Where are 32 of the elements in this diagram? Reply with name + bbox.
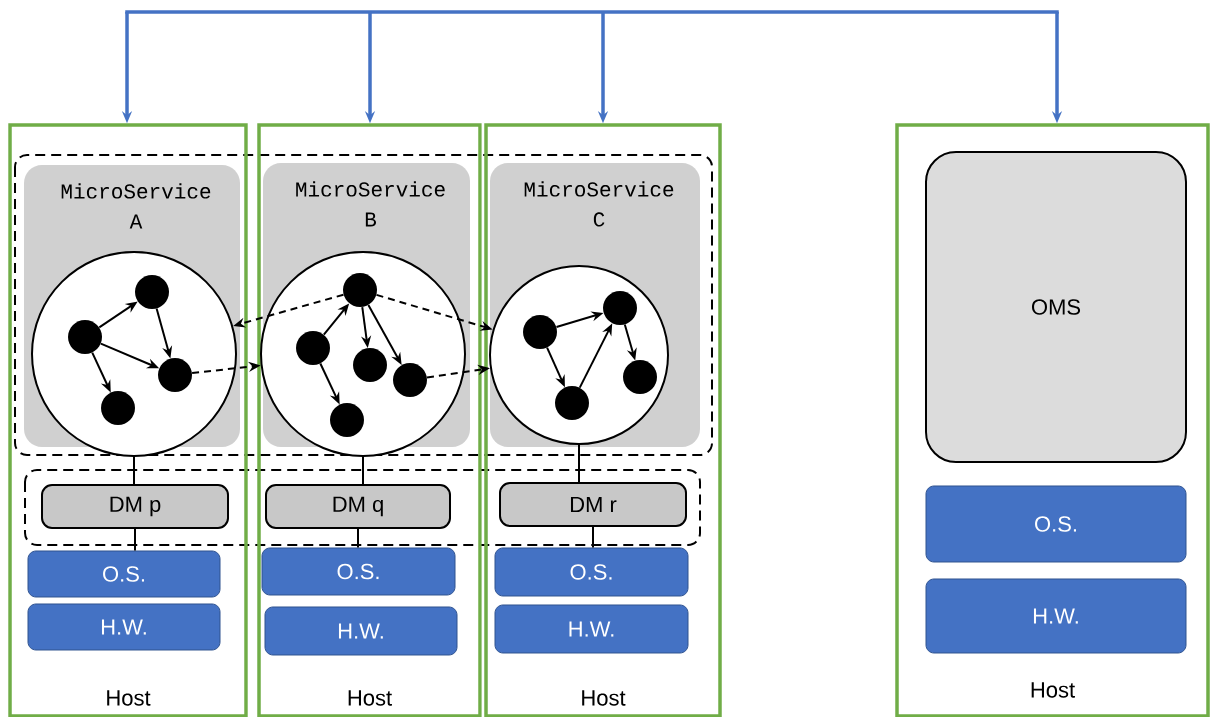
graph-dot <box>353 348 387 382</box>
layer-box: H.W. <box>925 578 1187 654</box>
connector-line <box>592 526 594 549</box>
graph-dot <box>68 320 102 354</box>
graph-dot <box>101 391 135 425</box>
dm-box: DM q <box>265 484 451 529</box>
graph-dot <box>393 363 427 397</box>
graph-dot <box>555 386 589 420</box>
layer-box: H.W. <box>264 606 458 656</box>
oms-box: OMS <box>925 151 1187 463</box>
graph-dot <box>158 358 192 392</box>
layer-box: O.S. <box>925 485 1187 563</box>
graph-dot <box>296 331 330 365</box>
graph-dot <box>623 360 657 394</box>
dm-box: DM r <box>499 482 687 527</box>
layer-box: H.W. <box>494 604 689 654</box>
layer-box: H.W. <box>27 603 221 651</box>
graph-dot <box>343 273 377 307</box>
connector-line <box>133 456 135 485</box>
graph-dot <box>330 403 364 437</box>
connector-line <box>362 456 364 485</box>
graph-dot <box>135 275 169 309</box>
graph-dot <box>603 291 637 325</box>
connector-line <box>357 528 359 549</box>
layer-box: O.S. <box>494 547 689 597</box>
connector-line <box>134 528 136 552</box>
connector-line <box>578 444 580 483</box>
bus-line <box>125 10 1059 14</box>
layer-box: O.S. <box>261 547 456 596</box>
dm-box: DM p <box>41 484 229 529</box>
layer-box: O.S. <box>27 550 221 598</box>
graph-dot <box>523 315 557 349</box>
